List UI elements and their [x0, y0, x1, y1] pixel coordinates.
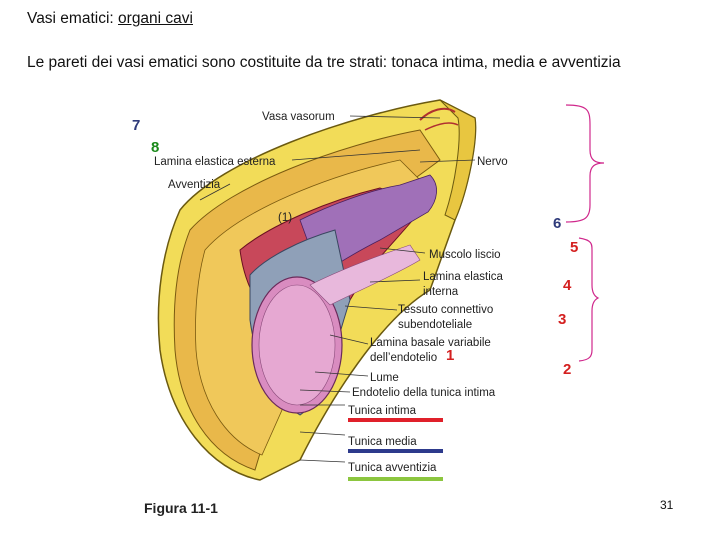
- number-1: 1: [446, 347, 454, 364]
- label-lamina-elastica-esterna: Lamina elastica esterna: [154, 156, 276, 168]
- slide-subtitle: Le pareti dei vasi ematici sono costitui…: [27, 54, 621, 71]
- intima-color-line: [348, 418, 443, 422]
- label-lamina-basale-line2: dell’endotelio: [370, 352, 437, 364]
- label-tunica-intima: Tunica intima: [348, 405, 417, 417]
- title-prefix: Vasi ematici:: [27, 10, 119, 27]
- label-tessuto-connettivo-line2: subendoteliale: [398, 319, 472, 331]
- number-2: 2: [563, 361, 571, 378]
- label-nervo: Nervo: [477, 156, 508, 168]
- number-6: 6: [553, 215, 561, 232]
- slide-title: Vasi ematici: organi cavi: [27, 10, 193, 28]
- number-5: 5: [570, 239, 578, 256]
- avventizia-color-line: [348, 477, 443, 481]
- number-8: 8: [151, 139, 159, 156]
- number-4: 4: [563, 277, 572, 294]
- bracket-top: [565, 104, 605, 223]
- vessel-illustration: [157, 99, 477, 481]
- label-tunica-media: Tunica media: [348, 436, 417, 448]
- number-3: 3: [558, 311, 566, 328]
- leader-lines: [199, 115, 476, 463]
- title-link[interactable]: organi cavi: [118, 10, 193, 27]
- label-avventizia: Avventizia: [168, 179, 221, 191]
- bracket-bottom: [578, 237, 600, 362]
- media-color-line: [348, 449, 443, 453]
- label-lume: Lume: [370, 372, 399, 384]
- label-marker-1: (1): [278, 212, 292, 224]
- figure-caption: Figura 11-1: [144, 500, 218, 516]
- number-7: 7: [132, 117, 140, 134]
- label-lamina-basale-line1: Lamina basale variabile: [370, 337, 491, 349]
- label-tessuto-connettivo-line1: Tessuto connettivo: [398, 304, 493, 316]
- label-muscolo-liscio: Muscolo liscio: [429, 249, 501, 261]
- label-vasa-vasorum: Vasa vasorum: [262, 111, 335, 123]
- label-lamina-elastica-interna-line2: interna: [423, 286, 459, 298]
- label-lamina-elastica-interna-line1: Lamina elastica: [423, 271, 504, 283]
- label-tunica-avventizia: Tunica avventizia: [348, 462, 437, 474]
- page-number: 31: [660, 498, 674, 512]
- label-endotelio: Endotelio della tunica intima: [352, 387, 496, 399]
